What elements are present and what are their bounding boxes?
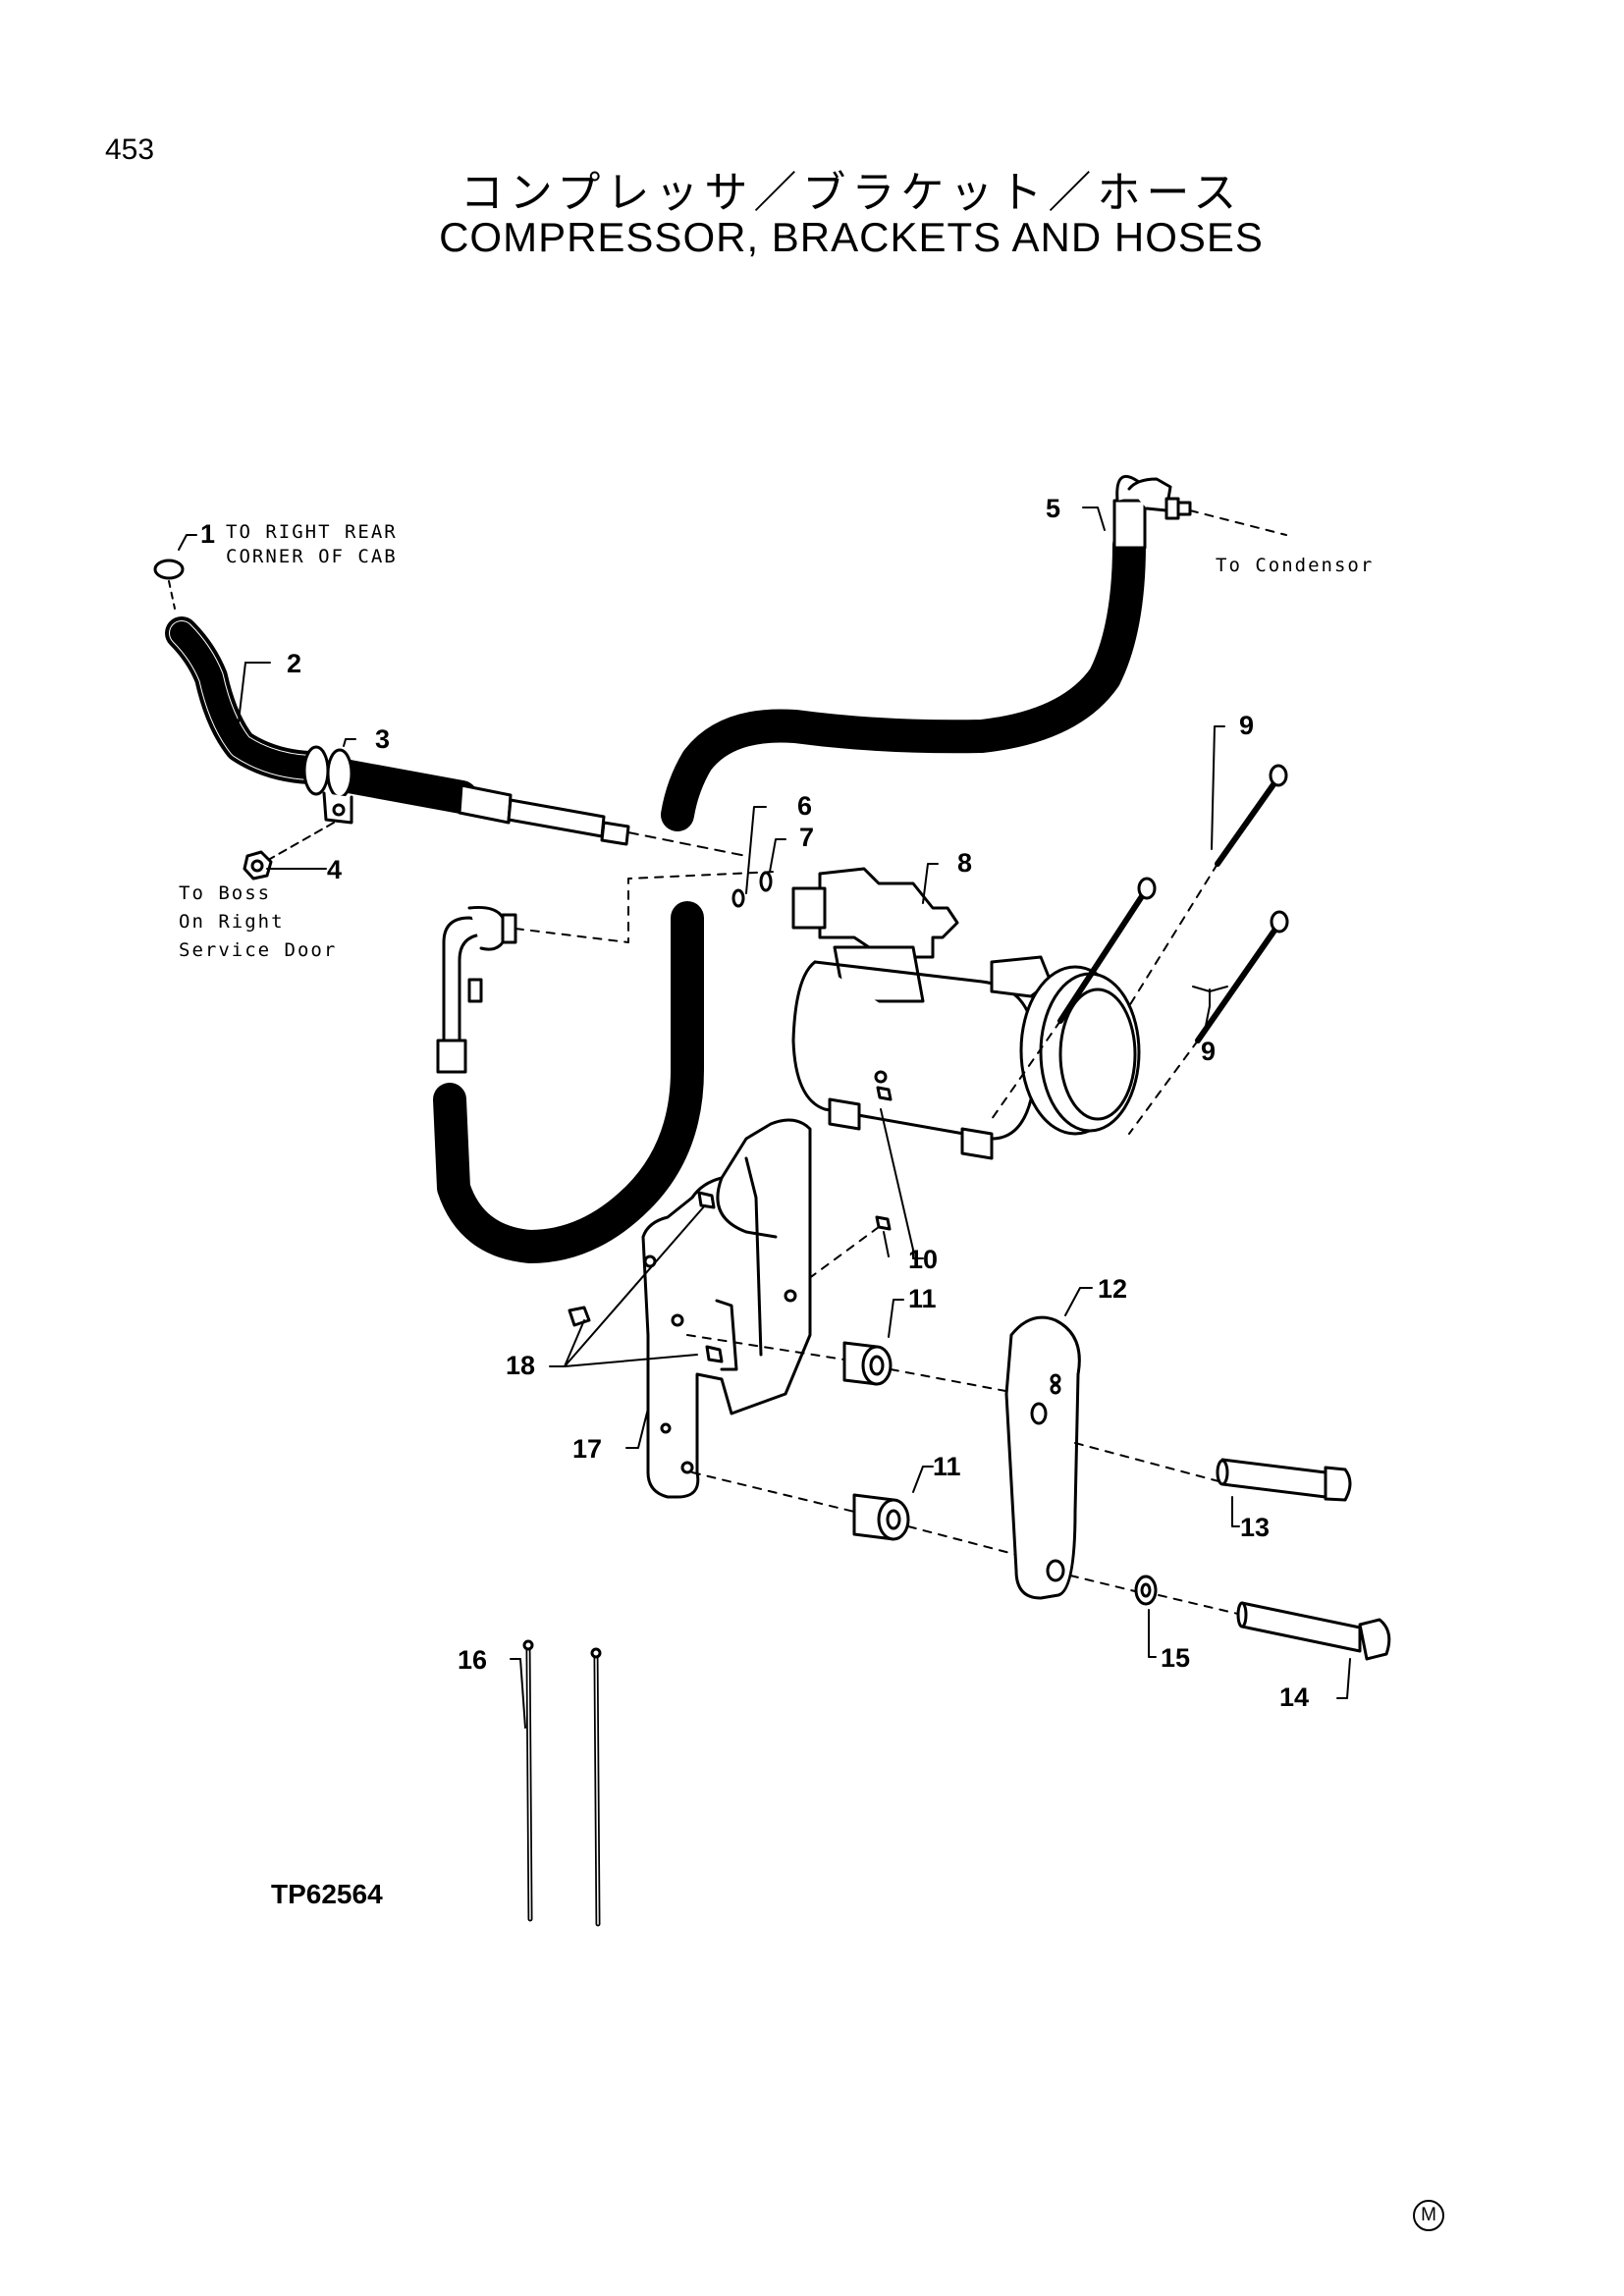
part-9-bolts bbox=[991, 764, 1289, 1135]
callout-3: 3 bbox=[375, 724, 390, 754]
part-5-hose bbox=[661, 474, 1287, 831]
note-boss-line-2: On Right bbox=[179, 911, 285, 933]
part-12-arm bbox=[1004, 1315, 1223, 1600]
callout-11-lower: 11 bbox=[933, 1452, 961, 1481]
part-7-o-ring bbox=[759, 871, 773, 892]
note-condensor: To Condensor bbox=[1216, 555, 1374, 576]
part-6-o-ring bbox=[731, 888, 745, 908]
reference-code: TP62564 bbox=[271, 1879, 383, 1909]
lower-hose bbox=[433, 871, 777, 1263]
part-16-ties bbox=[522, 1639, 602, 1927]
note-boss-line-3: Service Door bbox=[179, 939, 337, 961]
note-right-rear-line-1: TO RIGHT REAR bbox=[226, 521, 398, 543]
part-13-pin bbox=[1216, 1458, 1352, 1502]
callout-6: 6 bbox=[797, 791, 812, 821]
callout-16: 16 bbox=[458, 1645, 487, 1675]
callout-12: 12 bbox=[1098, 1274, 1127, 1304]
callout-11-upper: 11 bbox=[908, 1284, 937, 1313]
part-14-bolt bbox=[1236, 1601, 1391, 1661]
note-boss-line-1: To Boss bbox=[179, 882, 271, 904]
part-17-bracket bbox=[641, 1118, 812, 1499]
part-2-hose bbox=[165, 616, 747, 857]
note-right-rear-line-2: CORNER OF CAB bbox=[226, 546, 398, 567]
notes: TO RIGHT REAR CORNER OF CAB To Condensor… bbox=[179, 521, 1374, 961]
callout-2: 2 bbox=[287, 649, 301, 678]
part-3-clamp bbox=[269, 745, 353, 860]
callout-17: 17 bbox=[572, 1434, 602, 1464]
callout-8: 8 bbox=[957, 848, 972, 878]
page-title-japanese: コンプレッサ／ブラケット／ホース bbox=[460, 168, 1243, 218]
callout-13: 13 bbox=[1240, 1513, 1270, 1542]
callout-10: 10 bbox=[908, 1245, 938, 1274]
callout-1: 1 bbox=[200, 519, 215, 549]
page-title: COMPRESSOR, BRACKETS AND HOSES bbox=[439, 214, 1264, 260]
callout-7: 7 bbox=[799, 823, 814, 852]
leader-lines bbox=[178, 507, 1351, 1729]
callout-5: 5 bbox=[1046, 494, 1060, 523]
part-8-compressor bbox=[791, 867, 1141, 1160]
registered-mark-icon: M bbox=[1413, 2200, 1444, 2231]
part-15-washer bbox=[1134, 1575, 1243, 1616]
part-1-o-ring bbox=[153, 559, 185, 610]
callout-4: 4 bbox=[327, 855, 342, 884]
part-11-spacer-lower bbox=[691, 1471, 1022, 1557]
callout-14: 14 bbox=[1279, 1682, 1309, 1712]
callout-18: 18 bbox=[506, 1351, 535, 1380]
callout-9-lower: 9 bbox=[1201, 1037, 1216, 1066]
callout-15: 15 bbox=[1161, 1643, 1190, 1673]
callouts: 1 2 3 4 5 6 7 8 9 9 10 11 11 12 13 14 15… bbox=[200, 494, 1309, 1712]
page-number: 453 bbox=[105, 133, 155, 166]
callout-9-upper: 9 bbox=[1239, 711, 1254, 740]
part-4-bolt bbox=[243, 850, 273, 881]
part-11-spacer-upper bbox=[686, 1334, 1022, 1395]
